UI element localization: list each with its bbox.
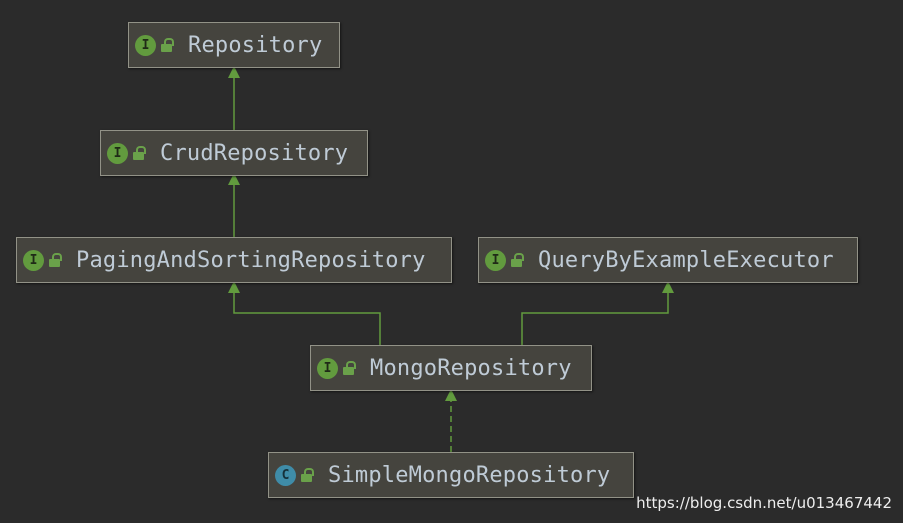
node-repository[interactable]: I Repository <box>128 22 340 68</box>
interface-icon: I <box>485 249 506 271</box>
node-label: QueryByExampleExecutor <box>538 247 834 273</box>
node-label: MongoRepository <box>370 355 572 381</box>
node-crud-repository[interactable]: I CrudRepository <box>100 130 368 176</box>
public-lock-icon <box>160 37 174 53</box>
public-lock-icon <box>300 467 314 483</box>
public-lock-icon <box>132 145 146 161</box>
interface-icon: I <box>317 357 338 379</box>
node-paging-and-sorting-repository[interactable]: I PagingAndSortingRepository <box>16 237 452 283</box>
interface-icon: I <box>107 142 128 164</box>
node-simple-mongo-repository[interactable]: C SimpleMongoRepository <box>268 452 634 498</box>
node-label: SimpleMongoRepository <box>328 462 611 488</box>
interface-icon: I <box>135 34 156 56</box>
public-lock-icon <box>510 252 524 268</box>
public-lock-icon <box>48 252 62 268</box>
public-lock-icon <box>342 360 356 376</box>
node-query-by-example-executor[interactable]: I QueryByExampleExecutor <box>478 237 858 283</box>
node-mongo-repository[interactable]: I MongoRepository <box>310 345 592 391</box>
edge-mongo-extends-qbe <box>521 281 674 345</box>
node-label: PagingAndSortingRepository <box>76 247 426 273</box>
watermark-url: https://blog.csdn.net/u013467442 <box>636 494 892 512</box>
interface-icon: I <box>23 249 44 271</box>
node-label: CrudRepository <box>160 140 349 166</box>
class-icon: C <box>275 464 296 486</box>
edge-mongo-extends-paging <box>228 281 381 345</box>
node-label: Repository <box>188 32 323 58</box>
